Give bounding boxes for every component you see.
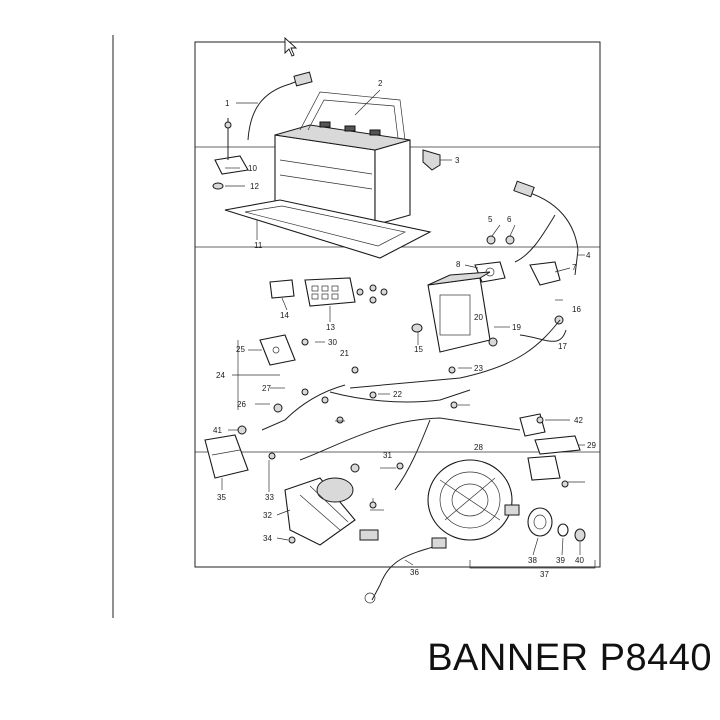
callout-label: 24 (216, 371, 225, 380)
callout-label: 7 (572, 263, 577, 272)
callout-label: 36 (410, 568, 419, 577)
callout-label: 14 (280, 311, 289, 320)
alternator (427, 459, 520, 541)
callout-label: 38 (528, 556, 537, 565)
starter-cable (299, 417, 521, 461)
callout-label: 32 (263, 511, 272, 520)
callout-label: 5 (488, 215, 493, 224)
diagram-frame (194, 41, 601, 568)
hold-down-clamp (214, 155, 249, 175)
battery-tray (224, 199, 432, 259)
callout-label: 30 (328, 338, 337, 347)
callout-label: 29 (587, 441, 596, 450)
callout-label: 17 (558, 342, 567, 351)
callout-label: 4 (586, 251, 591, 260)
callout-label: 39 (556, 556, 565, 565)
callout-label: 13 (326, 323, 335, 332)
cursor-icon (284, 36, 298, 57)
nut (212, 182, 224, 190)
callout-label: 33 (265, 493, 274, 502)
callout-label: 22 (393, 390, 402, 399)
callout-label: 20 (474, 313, 483, 322)
battery (274, 91, 411, 226)
callout-label: 12 (250, 182, 259, 191)
callout-label: 27 (262, 384, 271, 393)
callout-label: 42 (574, 416, 583, 425)
callout-label: 16 (572, 305, 581, 314)
callout-label: 40 (575, 556, 584, 565)
rubber-boot (204, 434, 249, 479)
callout-label: 31 (383, 451, 392, 460)
terminal-clip (422, 149, 441, 171)
cover (269, 279, 295, 299)
callout-label: 41 (213, 426, 222, 435)
bracket (259, 334, 296, 366)
starter-motor (284, 477, 379, 546)
positive-cable (519, 189, 579, 276)
callout-label: 8 (456, 260, 461, 269)
callout-label: 1 (225, 99, 230, 108)
leader-lines (221, 89, 585, 566)
fuse-box (304, 277, 356, 307)
callout-label: 15 (414, 345, 423, 354)
battery-cable (371, 544, 441, 601)
callout-label: 35 (217, 493, 226, 502)
callout-label: 37 (540, 570, 549, 579)
cover (534, 435, 581, 455)
callout-label: 2 (378, 79, 383, 88)
part-number-caption: BANNER P8440 (427, 637, 712, 679)
callout-label: 26 (237, 400, 246, 409)
callout-label: 25 (236, 345, 245, 354)
callout-label: 19 (512, 323, 521, 332)
ground-cable (247, 77, 306, 141)
callout-label: 6 (507, 215, 512, 224)
callout-label: 21 (340, 349, 349, 358)
callout-label: 28 (474, 443, 483, 452)
callout-label: 34 (263, 534, 272, 543)
callout-label: 23 (474, 364, 483, 373)
pulley (527, 507, 553, 537)
callout-labels: 1 2 3 4 5 6 7 8 10 11 12 13 14 15 16 17 … (213, 79, 596, 579)
wiring-harness (349, 319, 561, 389)
callout-label: 11 (254, 241, 263, 250)
callout-label: 3 (455, 156, 460, 165)
callout-label: 10 (248, 164, 257, 173)
